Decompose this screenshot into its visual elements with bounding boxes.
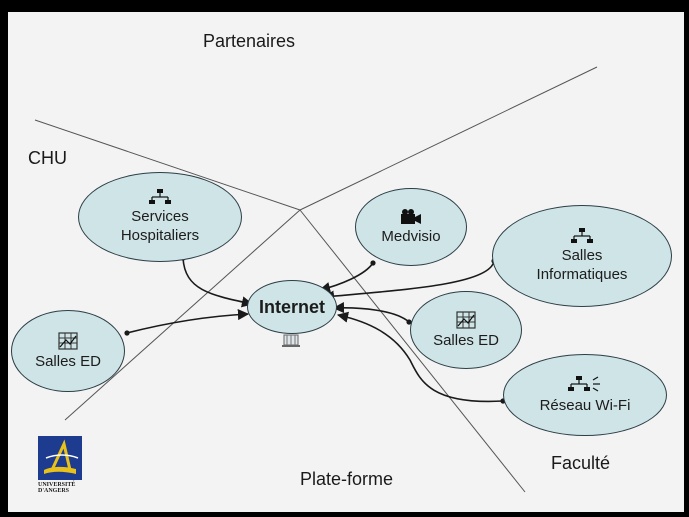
university-logo: UNIVERSITÉ D'ANGERS	[38, 436, 90, 502]
divider-line-left	[64, 209, 301, 421]
network-icon	[571, 228, 593, 243]
divider-line-partenaires	[299, 66, 598, 211]
logo-mark-icon	[38, 436, 82, 480]
divider-line-right	[299, 209, 526, 493]
node-label-line: Internet	[258, 296, 325, 317]
node-salles-ed-left[interactable]: Salles ED	[11, 310, 125, 392]
grid-computer-icon	[58, 331, 78, 350]
connector-sallesed-left-internet	[126, 308, 250, 334]
divider-line-chu	[34, 119, 301, 211]
node-label-line: Informatiques	[536, 266, 628, 283]
node-medvisio[interactable]: Medvisio	[355, 188, 467, 266]
node-label-line: Réseau Wi-Fi	[539, 396, 631, 414]
node-label-line: Salles ED	[35, 352, 101, 370]
region-label-partenaires: Partenaires	[203, 31, 296, 51]
network-icon	[149, 189, 171, 204]
node-reseau-wifi[interactable]: Réseau Wi-Fi	[503, 354, 667, 436]
logo-emblem	[38, 436, 82, 480]
node-internet[interactable]: Internet	[247, 280, 337, 334]
logo-caption-line: D'ANGERS	[38, 488, 70, 494]
region-label-faculte: Faculté	[551, 453, 611, 473]
server-icon	[282, 334, 300, 347]
node-salles-ed-right[interactable]: Salles ED	[410, 291, 522, 369]
node-services-hospitaliers[interactable]: Services Hospitaliers	[78, 172, 242, 262]
logo-caption-line: UNIVERSITÉ	[38, 482, 76, 488]
region-label-plateforme: Plate-forme	[300, 469, 394, 489]
connector-medvisio-internet	[318, 262, 374, 293]
video-camera-icon	[401, 208, 421, 224]
node-salles-informatiques[interactable]: Salles Informatiques	[492, 205, 672, 307]
connector-sallesed-right-internet	[332, 302, 410, 323]
node-label-line: Salles ED	[433, 331, 499, 349]
connector-wifi-internet	[336, 311, 504, 403]
region-label-chu: CHU	[28, 148, 67, 168]
connector-services-internet	[182, 257, 254, 308]
node-label-line: Salles	[561, 247, 603, 264]
connector-sallesinfo-internet	[322, 260, 495, 302]
wireless-network-icon	[568, 375, 600, 392]
grid-computer-icon	[456, 310, 476, 329]
node-label-line: Medvisio	[381, 227, 441, 245]
node-label-line: Hospitaliers	[120, 227, 200, 244]
node-label-line: Services	[131, 208, 189, 225]
